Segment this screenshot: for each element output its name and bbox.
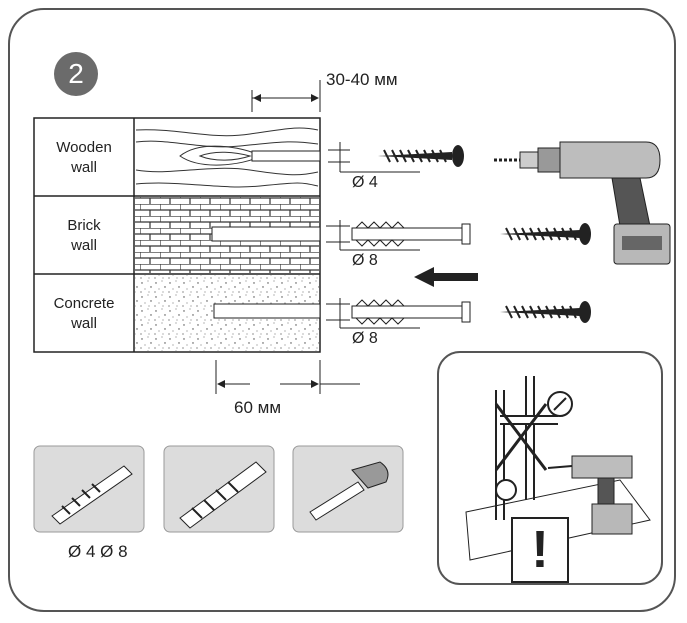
drill-bit-sizes-label: Ø 4 Ø 8 xyxy=(68,542,128,561)
depth-dimension-line xyxy=(251,80,321,112)
instruction-frame xyxy=(8,8,676,612)
pipe-warning-illustration xyxy=(437,351,663,585)
brick-diameter-label: Ø 8 xyxy=(352,252,378,269)
wooden-wall-section xyxy=(135,119,321,195)
hole-depth-dimension-line xyxy=(215,360,360,394)
wood-diameter-label: Ø 4 xyxy=(352,174,378,191)
screw-icon-brick xyxy=(500,223,591,245)
diameter-callouts xyxy=(326,142,420,329)
concrete-wall-section xyxy=(135,275,321,351)
cordless-drill-icon xyxy=(494,141,671,265)
step-number-badge: 2 xyxy=(54,52,98,96)
hole-depth-dimension-text: 60 мм xyxy=(234,398,282,417)
concrete-diameter-label: Ø 8 xyxy=(352,330,378,347)
brick-wall-section xyxy=(135,197,321,273)
drill-bit-4-icon xyxy=(33,445,145,533)
drill-bit-8-icon xyxy=(163,445,275,533)
warning-exclamation-icon: ! xyxy=(531,521,549,579)
depth-dimension-text: 30-40 мм xyxy=(326,70,398,89)
insert-direction-arrow-icon xyxy=(414,267,478,287)
wood-screw-icon xyxy=(378,145,464,167)
screw-icon-concrete xyxy=(500,301,591,323)
wall-plug-icon-concrete xyxy=(351,299,471,325)
wall-plug-icon-brick xyxy=(351,221,471,247)
hammer-icon xyxy=(292,445,404,533)
